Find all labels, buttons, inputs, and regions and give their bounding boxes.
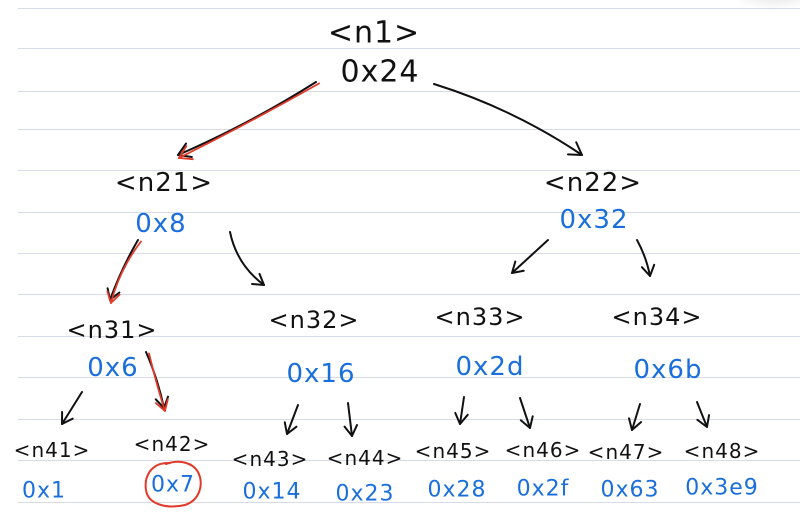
arrowhead-n32-n43: [283, 421, 298, 435]
highlight-arrowhead-n21-n31: [106, 290, 121, 304]
highlight-arrowhead-n31-n42: [154, 398, 169, 412]
arrowhead-n32-n44: [343, 424, 358, 437]
page-corner-shadow: [730, 0, 800, 10]
ruled-line: [18, 8, 800, 9]
edge-n33-n45: [459, 396, 465, 425]
node-n42-name: <n42>: [133, 432, 211, 456]
edge-n31-n41: [61, 391, 83, 425]
ruled-line: [18, 129, 800, 130]
arrowhead-n22-n34: [640, 263, 656, 277]
node-n45-name: <n45>: [414, 439, 492, 463]
node-n33-value: 0x2d: [455, 352, 525, 382]
node-n31-value: 0x6: [87, 353, 139, 383]
node-n46-name: <n46>: [504, 438, 582, 462]
arrowhead-n1-n22: [567, 141, 583, 156]
highlight-edge-n1-n21: [178, 82, 320, 159]
node-n44-value: 0x23: [335, 481, 395, 507]
node-n31-name: <n31>: [66, 316, 158, 344]
ruled-line: [18, 91, 800, 92]
node-n47-name: <n47>: [587, 440, 665, 464]
edge-n1-n21: [177, 81, 317, 156]
ruled-line: [18, 377, 800, 378]
edge-n34-n48: [696, 401, 708, 428]
edge-n33-n46: [519, 397, 531, 429]
ruled-line: [18, 253, 800, 254]
ruled-line: [18, 336, 800, 337]
node-n43-name: <n43>: [231, 447, 309, 471]
node-n33-name: <n33>: [434, 303, 526, 331]
node-n22-name: <n22>: [543, 168, 643, 198]
ruled-line: [18, 48, 800, 49]
ruled-line: [18, 170, 800, 171]
node-n34-value: 0x6b: [633, 355, 703, 385]
arrowhead-n33-n46: [519, 415, 534, 429]
node-n44-name: <n44>: [326, 446, 404, 470]
arrowhead-n1-n21: [177, 142, 193, 158]
node-n1-value: 0x24: [340, 54, 420, 90]
node-n43-value: 0x14: [242, 479, 302, 505]
ruled-line: [18, 460, 800, 461]
highlight-circle-n42: [144, 460, 202, 508]
edge-n22-n33: [511, 239, 549, 274]
edge-n34-n47: [631, 403, 641, 431]
edge-n32-n44: [347, 402, 353, 437]
node-n46-value: 0x2f: [516, 476, 570, 502]
node-n48-name: <n48>: [683, 439, 761, 463]
ruled-line: [18, 502, 800, 503]
node-n32-value: 0x16: [286, 359, 356, 389]
highlight-edge-n31-n42: [148, 352, 166, 412]
edge-n1-n22: [433, 83, 583, 156]
node-n21-value: 0x8: [135, 209, 187, 239]
node-n32-name: <n32>: [268, 306, 360, 334]
node-n48-value: 0x3e9: [685, 475, 759, 501]
node-n42-value: 0x7: [150, 472, 196, 498]
node-n47-value: 0x63: [600, 477, 660, 503]
node-n45-value: 0x28: [427, 477, 487, 503]
arrowhead-n33-n45: [454, 411, 469, 425]
node-n41-name: <n41>: [13, 438, 91, 462]
ruled-line: [18, 212, 800, 213]
arrowhead-n31-n41: [61, 411, 74, 425]
highlight-arrowhead-n1-n21: [178, 145, 194, 161]
node-n41-value: 0x1: [21, 478, 67, 504]
arrowhead-n34-n47: [628, 417, 643, 431]
highlight-edge-n21-n31: [110, 240, 142, 304]
arrowhead-n34-n48: [696, 414, 711, 428]
arrowhead-n21-n32: [251, 272, 265, 286]
ruled-line: [18, 419, 800, 420]
node-n22-value: 0x32: [559, 205, 629, 235]
node-n21-name: <n21>: [114, 168, 214, 198]
edge-n22-n34: [636, 239, 651, 277]
node-n34-name: <n34>: [611, 303, 703, 331]
node-n1-name: <n1>: [327, 15, 421, 51]
arrowhead-n22-n33: [511, 260, 525, 274]
ruled-line: [18, 294, 800, 295]
edge-n21-n32: [229, 231, 265, 286]
edge-n32-n43: [286, 404, 299, 435]
